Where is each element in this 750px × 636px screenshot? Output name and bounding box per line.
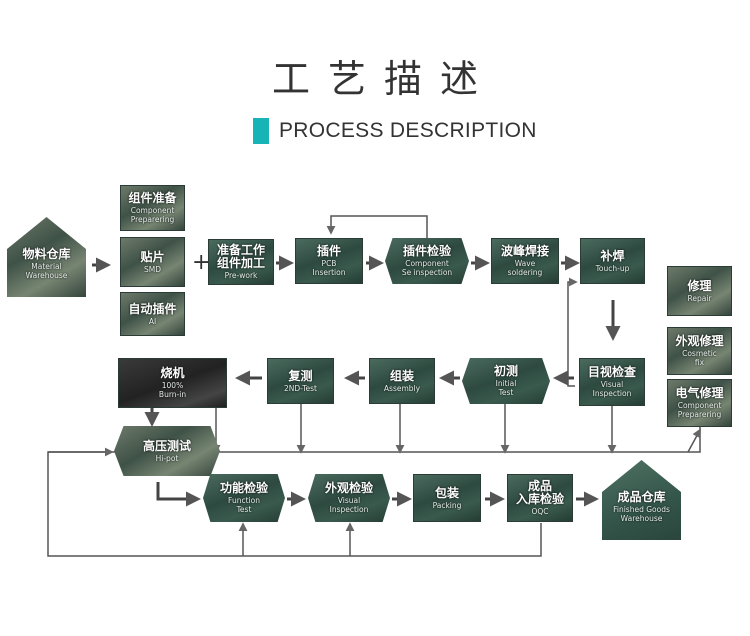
assembly-label: 组装 <box>389 368 414 383</box>
page-subtitle-text: PROCESS DESCRIPTION <box>279 119 537 142</box>
component-prep-node: 组件准备 Component Preparering <box>120 185 185 231</box>
title-accent-bar <box>253 118 269 144</box>
ai-node: 自动插件 AI <box>120 292 185 336</box>
second-test-en: 2ND-Test <box>284 383 317 393</box>
wave-soldering-en: Wave soldering <box>507 259 543 277</box>
cosmetic-fix-node: 外观修理 Cosmetic fix <box>667 327 732 375</box>
page-subtitle: PROCESS DESCRIPTION <box>253 116 537 146</box>
cosmetic-fix-en: Cosmetic fix <box>682 349 717 367</box>
visual-inspection-2-label: 外观检验 <box>324 481 373 495</box>
electrical-repair-en: Component Preparering <box>677 401 722 419</box>
component-inspection-node: 插件检验 Component Se inspection <box>385 238 469 284</box>
component-prep-en: Component Preparering <box>130 206 175 224</box>
visual-inspection-2-en: Visual Inspection <box>329 496 369 514</box>
wave-soldering-node: 波峰焊接 Wave soldering <box>491 238 559 284</box>
pre-work-label: 准备工作 组件加工 <box>216 243 265 270</box>
second-test-label: 复测 <box>288 368 313 383</box>
initial-test-label: 初测 <box>493 364 518 378</box>
component-inspection-en: Component Se inspection <box>401 259 453 277</box>
packing-label: 包装 <box>434 485 459 500</box>
finished-warehouse-label: 成品仓库 <box>617 490 666 504</box>
pre-work-en: Pre-work <box>224 271 258 280</box>
second-test-node: 复测 2ND-Test <box>267 358 334 404</box>
hi-pot-label: 高压测试 <box>142 438 191 453</box>
burn-in-node: 烧机 100% Burn-in <box>118 358 227 408</box>
repair-en: Repair <box>687 293 712 303</box>
smd-en: SMD <box>143 264 161 274</box>
touch-up-label: 补焊 <box>600 248 625 263</box>
oqc-label: 成品 入库检验 <box>515 479 564 506</box>
smd-label: 贴片 <box>140 249 165 264</box>
visual-inspection-2-node: 外观检验 Visual Inspection <box>308 474 390 522</box>
visual-inspection-node: 目视检查 Visual Inspection <box>579 358 645 406</box>
page-title: 工艺描述 <box>271 57 496 101</box>
visual-inspection-en: Visual Inspection <box>592 380 632 398</box>
electrical-repair-label: 电气修理 <box>675 386 724 400</box>
visual-inspection-label: 目视检查 <box>587 365 636 379</box>
function-test-label: 功能检验 <box>219 481 268 495</box>
line-repair-return <box>47 426 701 557</box>
material-warehouse-label: 物料仓库 <box>22 247 71 261</box>
repair-node: 修理 Repair <box>667 266 732 316</box>
line-to-repair <box>687 428 701 453</box>
initial-test-en: Initial Test <box>495 379 517 397</box>
pcb-insertion-en: PCB Insertion <box>312 259 346 277</box>
cosmetic-fix-label: 外观修理 <box>675 334 724 348</box>
oqc-node: 成品 入库检验 OQC <box>507 474 573 522</box>
pcb-insertion-node: 插件 PCB Insertion <box>295 238 363 284</box>
packing-en: Packing <box>432 500 462 510</box>
ai-label: 自动插件 <box>128 301 177 316</box>
function-test-en: Function Test <box>228 496 260 514</box>
initial-test-node: 初测 Initial Test <box>462 358 550 404</box>
line-repair-feedback-right <box>567 277 578 387</box>
assembly-node: 组装 Assembly <box>369 358 435 404</box>
electrical-repair-node: 电气修理 Component Preparering <box>667 379 732 427</box>
arrow-inspection-loop-back <box>326 215 428 238</box>
plus-sign: + <box>192 250 211 275</box>
wave-soldering-label: 波峰焊接 <box>500 244 549 258</box>
finished-warehouse-en: Finished Goods Warehouse <box>613 505 670 523</box>
material-warehouse-en: Material Warehouse <box>25 262 68 280</box>
assembly-en: Assembly <box>383 383 421 393</box>
smd-node: 贴片 SMD <box>120 237 185 287</box>
oqc-en: OQC <box>531 507 549 516</box>
arrow-hipot-to-function <box>156 482 201 507</box>
hi-pot-node: 高压测试 Hi-pot <box>114 426 220 476</box>
packing-node: 包装 Packing <box>413 474 481 522</box>
hi-pot-en: Hi-pot <box>155 453 179 463</box>
burn-in-label: 烧机 <box>160 366 185 380</box>
touch-up-node: 补焊 Touch-up <box>580 238 645 284</box>
component-inspection-label: 插件检验 <box>402 244 451 258</box>
component-prep-label: 组件准备 <box>128 191 177 205</box>
touch-up-en: Touch-up <box>595 263 630 273</box>
ai-en: AI <box>148 316 157 326</box>
pre-work-node: 准备工作 组件加工 Pre-work <box>208 239 274 285</box>
repair-label: 修理 <box>687 278 712 293</box>
pcb-insertion-label: 插件 <box>316 244 341 258</box>
burn-in-en: 100% Burn-in <box>158 381 187 399</box>
function-test-node: 功能检验 Function Test <box>203 474 285 522</box>
